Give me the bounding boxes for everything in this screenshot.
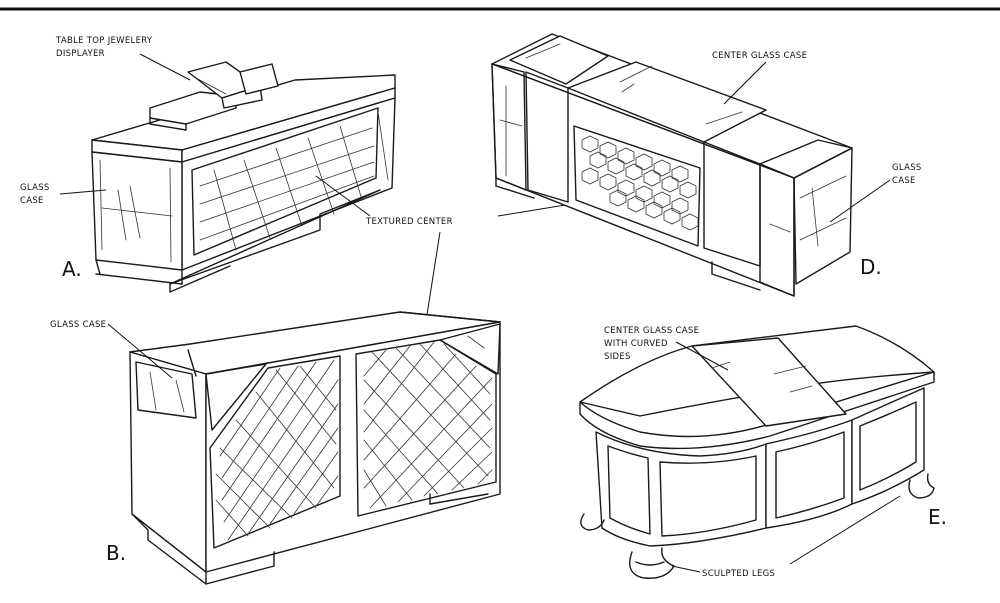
leader-e-center [675,341,729,371]
leader-b-glass-case [107,323,173,379]
leader-d-glass-case [829,179,891,223]
label-b-glass-case: GLASS CASE [50,320,106,330]
label-e-center-line2: WITH CURVED [604,339,668,349]
label-sculpted-legs: SCULPTED LEGS [702,569,775,579]
label-d-glass-case-line2: CASE [892,176,916,186]
figure-letter-a: A. [62,257,82,281]
label-a-glass-case-line1: GLASS [20,183,50,193]
label-a-glass-case-line2: CASE [20,196,44,206]
figure-letter-d: D. [860,255,882,279]
sketch-b [129,311,501,585]
leader-legs-right [789,495,901,565]
label-d-center-glass-case: CENTER GLASS CASE [712,51,807,61]
leader-textured-center-a [315,175,371,217]
label-d-glass-case-line1: GLASS [892,163,922,173]
label-table-top-displayer-line2: DISPLAYER [56,49,105,59]
sketch-d [491,33,853,297]
figure-letter-e: E. [928,505,947,529]
label-e-center-line3: SIDES [604,352,631,362]
figure-letter-b: B. [106,541,126,565]
label-table-top-displayer-line1: TABLE TOP JEWELERY [55,36,153,46]
label-e-center-line1: CENTER GLASS CASE [604,326,699,336]
sketch-e [579,325,935,579]
leader-a-glass-case [59,189,107,195]
label-textured-center: TEXTURED CENTER [365,217,453,227]
leader-displayer [139,53,191,81]
leader-legs-left [671,565,701,573]
leader-d-center-glass-case [723,61,767,105]
sketch-a [91,61,396,293]
